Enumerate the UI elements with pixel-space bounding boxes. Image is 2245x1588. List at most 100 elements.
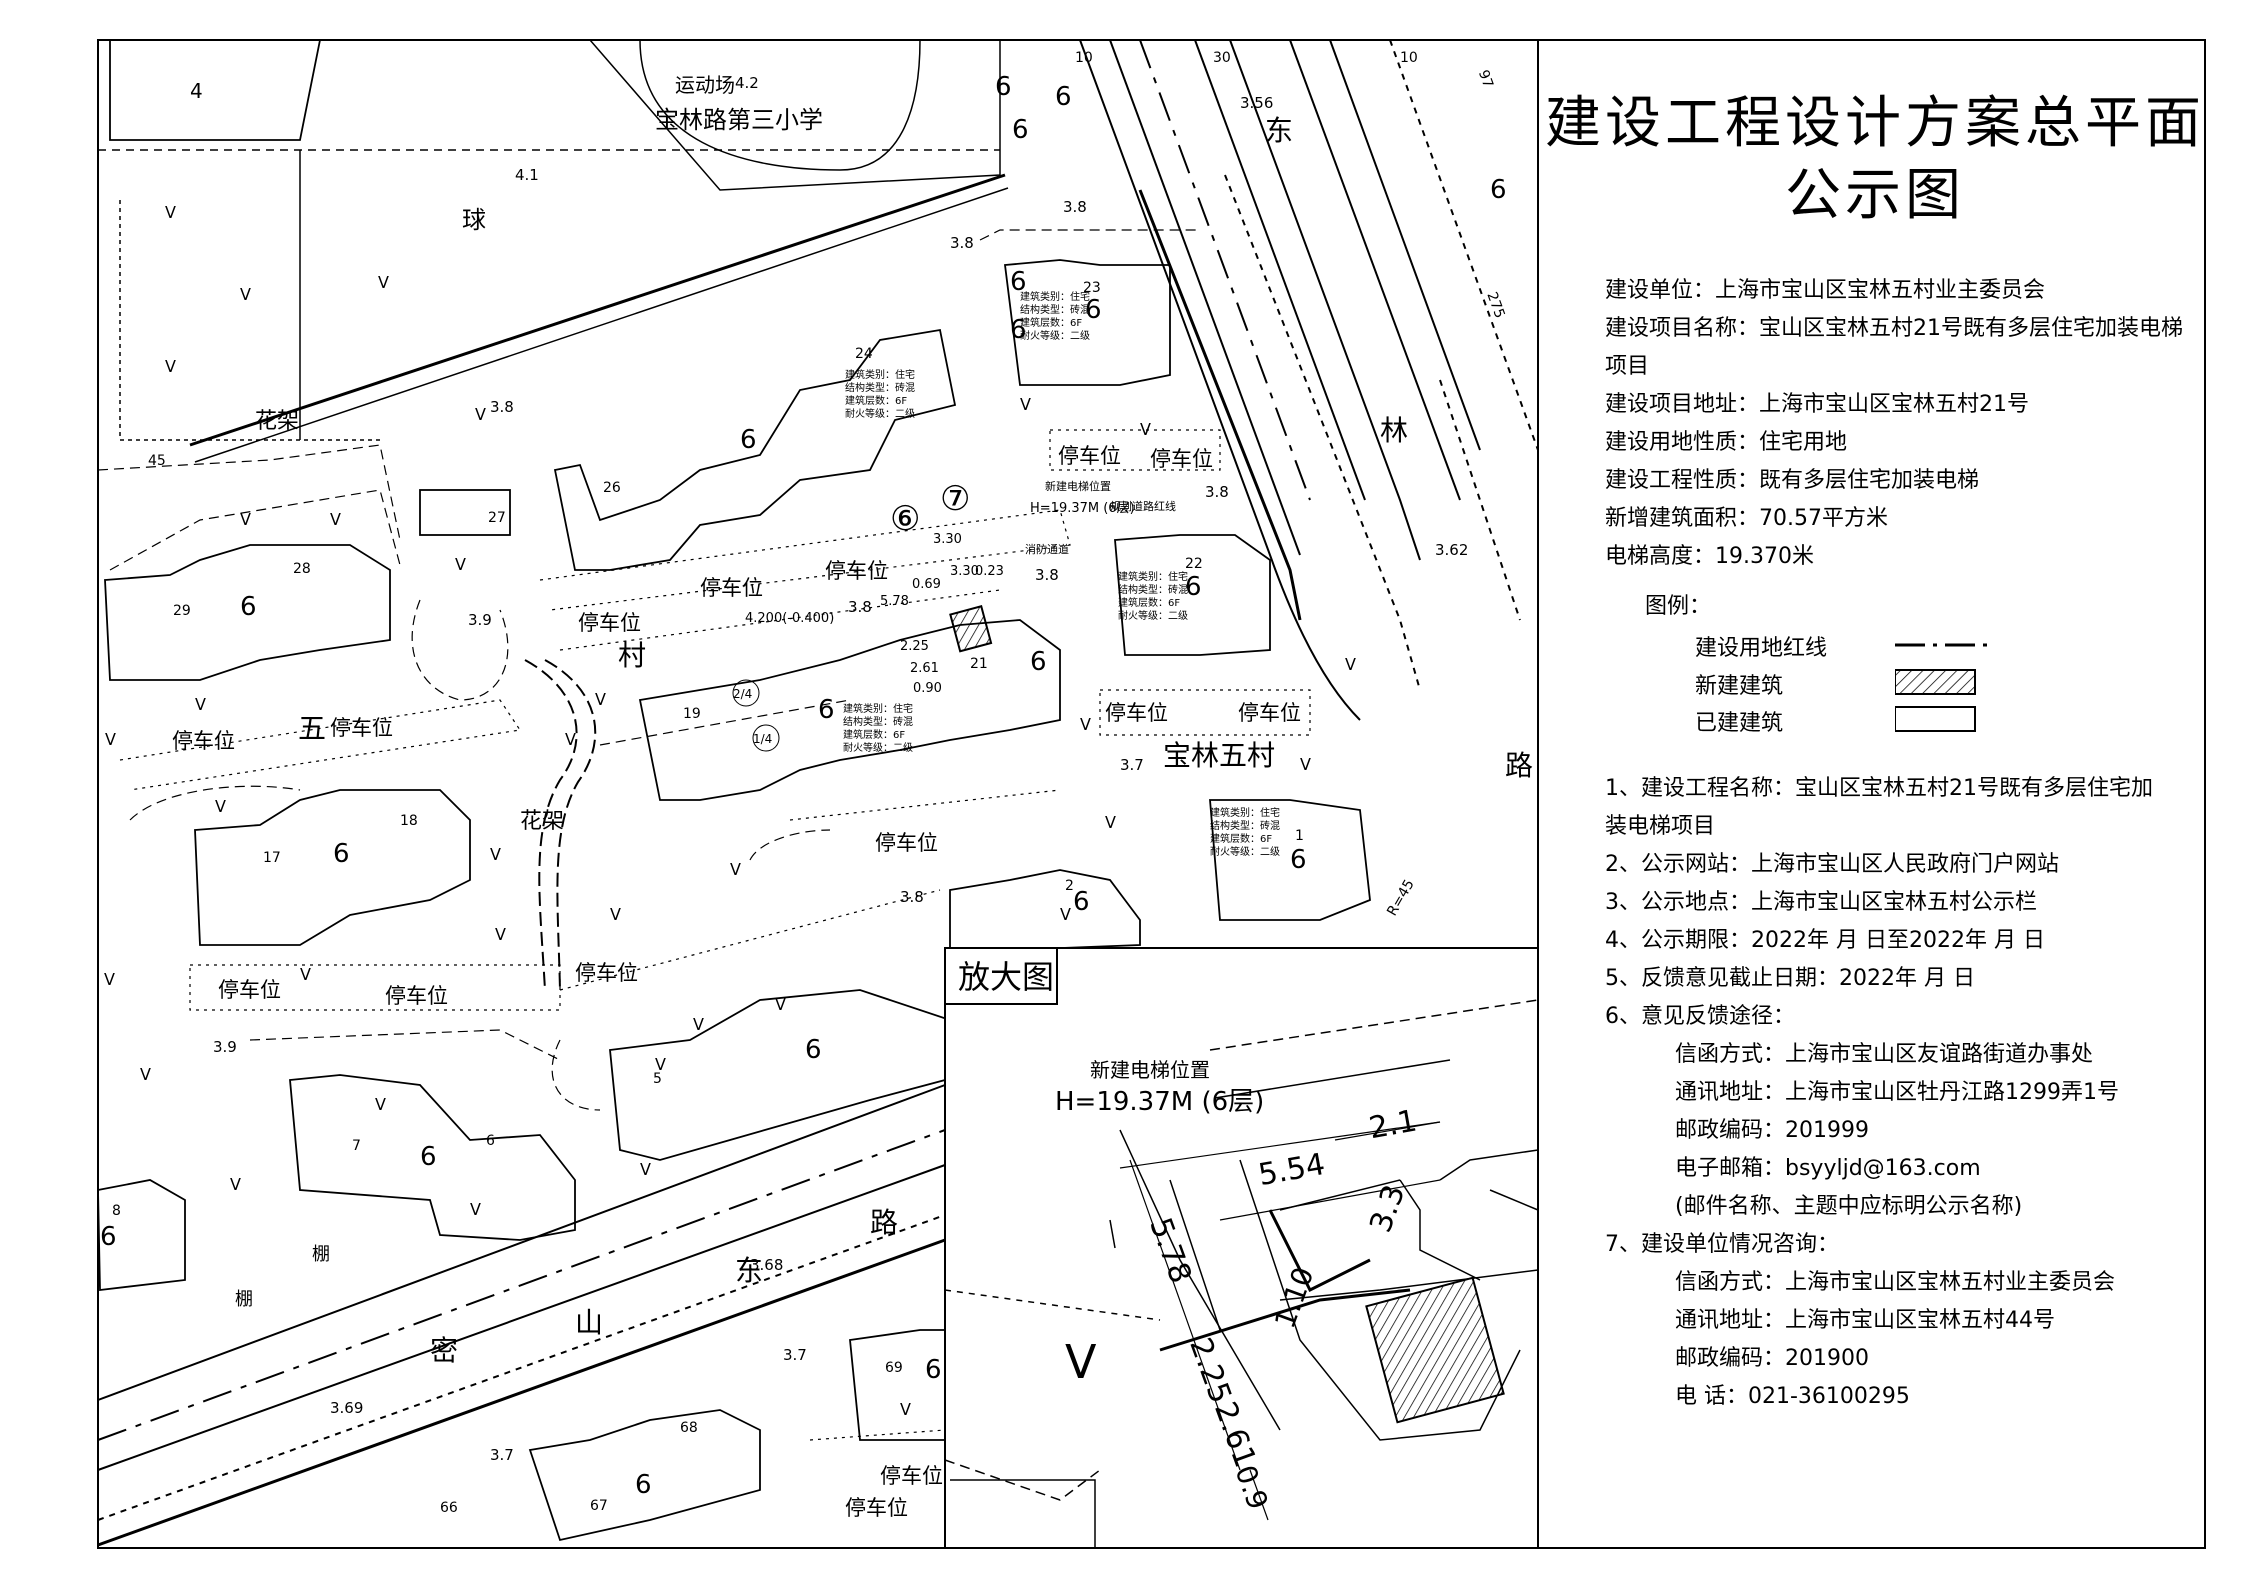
svg-text:ᐯ: ᐯ	[455, 555, 466, 574]
svg-text:3.8: 3.8	[900, 888, 924, 906]
svg-text:ᐯ: ᐯ	[1300, 755, 1311, 774]
inset-frame	[944, 947, 1539, 1549]
building-info: 建筑类别：住宅 结构类型：砖混 建筑层数：6F 耐火等级：二级	[1020, 290, 1090, 342]
note-7: 7、建设单位情况咨询：	[1605, 1232, 1839, 1257]
svg-text:ᐯ: ᐯ	[655, 1055, 666, 1074]
storey-count: 6	[420, 1142, 437, 1172]
parking-label: 停车位	[825, 559, 888, 583]
svg-text:4.2: 4.2	[735, 74, 759, 92]
inset-elevator-label: 新建电梯位置	[1090, 1058, 1210, 1082]
svg-text:耐火等级：二级: 耐火等级：二级	[843, 741, 913, 754]
bldg-num: 69	[885, 1360, 903, 1376]
red-line-label: 规划道路红线	[1110, 499, 1176, 513]
svg-text:结构类型：砖混: 结构类型：砖混	[1118, 583, 1188, 596]
svg-text:5.78: 5.78	[880, 594, 909, 609]
note-7-phone: 电 话：021-36100295	[1675, 1384, 1910, 1409]
svg-text:ᐯ: ᐯ	[104, 970, 115, 989]
bldg-num: 7	[352, 1138, 361, 1154]
note-7-address: 通讯地址：上海市宝山区宝林五村44号	[1675, 1308, 2055, 1333]
storey-count: 6	[1073, 887, 1090, 917]
svg-text:3.62: 3.62	[1435, 541, 1468, 559]
bldg-num: 29	[173, 603, 191, 619]
svg-text:3.9: 3.9	[468, 611, 492, 629]
note-1: 1、建设工程名称：宝山区宝林五村21号既有多层住宅加	[1605, 776, 2153, 801]
info-project-name-cont: 项目	[1605, 354, 1650, 379]
svg-text:30: 30	[1213, 50, 1231, 66]
svg-text:ᐯ: ᐯ	[140, 1065, 151, 1084]
parking-label: 停车位	[880, 1464, 943, 1488]
panel-title-line2: 公示图	[1785, 163, 1965, 228]
svg-text:ᐯ: ᐯ	[1105, 813, 1116, 832]
road-char-shan: 山	[575, 1306, 603, 1339]
storey-count: 6	[100, 1222, 117, 1252]
info-panel: 建设工程设计方案总平面 公示图 建设单位：上海市宝山区宝林五村业主委员会 建设项…	[1545, 40, 2205, 1548]
svg-text:ᐯ: ᐯ	[565, 730, 576, 749]
axis-circle	[752, 724, 780, 752]
note-4: 4、公示期限：2022年 月 日至2022年 月 日	[1605, 928, 2045, 953]
axis-circle-label: 1/4	[753, 732, 772, 746]
svg-text:ᐯ: ᐯ	[1060, 905, 1071, 924]
parking-labels: 停车位 停车位 停车位 停车位 停车位 停车位 停车位 停车位 停车位 停车位 …	[172, 444, 1301, 1520]
svg-text:10: 10	[1400, 50, 1418, 66]
svg-text:ᐯ: ᐯ	[1080, 715, 1091, 734]
elevation-pair: 4.200(-0.400)	[745, 611, 834, 626]
note-5: 5、反馈意见截止日期：2022年 月 日	[1605, 966, 1975, 991]
svg-text:建筑层数：6F: 建筑层数：6F	[843, 728, 905, 741]
storey-count: 6	[1010, 267, 1027, 297]
legend-symbols	[1895, 643, 1995, 732]
svg-text:3.8: 3.8	[950, 234, 974, 252]
svg-text:3.9: 3.9	[213, 1038, 237, 1056]
svg-text:ᐯ: ᐯ	[775, 995, 786, 1014]
building-info-blocks: 建筑类别：住宅 结构类型：砖混 建筑层数：6F 耐火等级：二级 建筑类别：住宅 …	[843, 290, 1280, 858]
svg-text:ᐯ: ᐯ	[900, 1400, 911, 1419]
building-info: 建筑类别：住宅 结构类型：砖混 建筑层数：6F 耐火等级：二级	[1210, 806, 1280, 858]
info-nature: 建设工程性质：既有多层住宅加装电梯	[1605, 468, 1980, 493]
svg-text:0.23: 0.23	[975, 564, 1004, 579]
fire-lane-label: 消防通道	[1025, 542, 1069, 556]
pergola-label: 花架	[520, 809, 564, 834]
bldg-num: 24	[855, 346, 873, 362]
svg-text:3.8: 3.8	[1205, 483, 1229, 501]
storey-counts: 6 6 6 6 6 6 6 6 6 6 6 6 6 6 6 6 6 6 6 6	[100, 72, 1507, 1500]
garden-path	[524, 659, 578, 991]
village-char: 五	[298, 712, 326, 745]
svg-text:结构类型：砖混: 结构类型：砖混	[845, 381, 915, 394]
bldg-num: 8	[112, 1203, 121, 1219]
bldg-num: 27	[488, 510, 506, 526]
svg-text:ᐯ: ᐯ	[475, 405, 486, 424]
svg-text:ᐯ: ᐯ	[610, 905, 621, 924]
parking-label: 停车位	[1105, 701, 1168, 725]
existing-buildings	[97, 39, 1371, 1542]
inset-title: 放大图	[958, 958, 1054, 996]
legend-existing-building-symbol	[1895, 706, 1976, 732]
svg-text:建筑类别：住宅: 建筑类别：住宅	[1118, 570, 1188, 583]
note-1-cont: 装电梯项目	[1605, 814, 1716, 839]
inset-title-box	[944, 947, 1058, 1005]
svg-text:ᐯ: ᐯ	[1140, 420, 1151, 439]
note-6-email-hint: (邮件名称、主题中应标明公示名称)	[1675, 1194, 2023, 1219]
note-6-postcode: 邮政编码：201999	[1675, 1118, 1869, 1143]
inset-enlarged-view: 放大图 新建电梯位置 H=1	[944, 947, 1539, 1549]
svg-text:ᐯ: ᐯ	[195, 695, 206, 714]
bldg-num: 26	[603, 480, 621, 496]
building-info: 建筑类别：住宅 结构类型：砖混 建筑层数：6F 耐火等级：二级	[843, 702, 913, 754]
storey-count: 6	[635, 1470, 652, 1500]
panel-title-line1: 建设工程设计方案总平面	[1545, 91, 2205, 156]
svg-text:建筑层数：6F: 建筑层数：6F	[1020, 316, 1082, 329]
building-info: 建筑类别：住宅 结构类型：砖混 建筑层数：6F 耐火等级：二级	[1118, 570, 1188, 622]
mishan-road	[97, 1084, 946, 1547]
bldg-num: 4	[190, 79, 203, 103]
svg-text:ᐯ: ᐯ	[240, 285, 251, 304]
shed-label: 棚	[235, 1289, 253, 1310]
note-7-letter: 信函方式：上海市宝山区宝林五村业主委员会	[1675, 1270, 2116, 1295]
axis-circle-label: ⑦	[940, 479, 970, 519]
storey-count: 6	[1185, 572, 1202, 602]
svg-text:结构类型：砖混: 结构类型：砖混	[1210, 819, 1280, 832]
parking-label: 停车位	[1238, 701, 1301, 725]
road-char-lin: 林	[1380, 414, 1408, 447]
storey-count: 6	[995, 72, 1012, 102]
new-elevator-hatch	[949, 605, 993, 653]
svg-text:耐火等级：二级: 耐火等级：二级	[845, 407, 915, 420]
note-3: 3、公示地点：上海市宝山区宝林五村公示栏	[1605, 890, 2037, 915]
